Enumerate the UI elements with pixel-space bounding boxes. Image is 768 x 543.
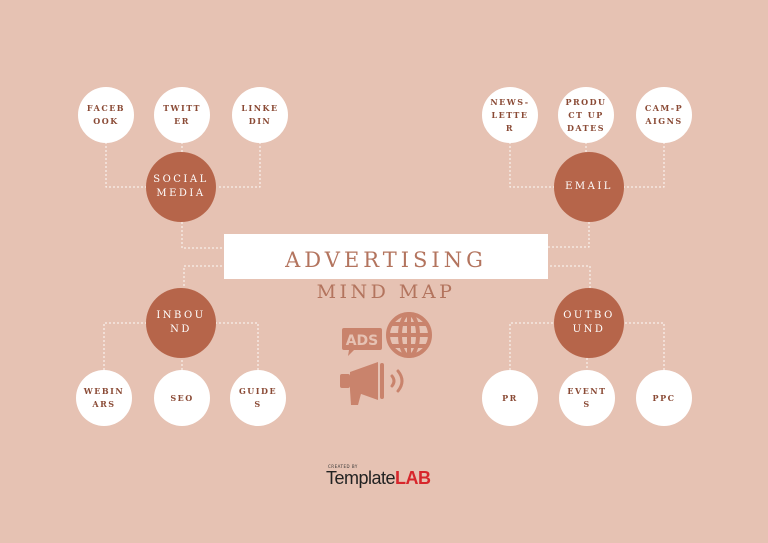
node-seo: SEO: [154, 370, 210, 426]
node-guides: GUIDES: [230, 370, 286, 426]
title-box: ADVERTISING: [224, 234, 548, 279]
connector-linkedin: [218, 142, 261, 188]
hub-social-media: SOCIAL MEDIA: [146, 152, 216, 222]
page-subtitle: MIND MAP: [316, 281, 456, 303]
brand-logo-part2: LAB: [395, 468, 431, 488]
brand-created-by: CREATED BY: [328, 464, 358, 469]
node-pr: PR: [482, 370, 538, 426]
node-campaigns: CAM-PAIGNS: [636, 87, 692, 143]
brand-logo: TemplateLAB: [326, 468, 431, 489]
globe-icon: [386, 312, 432, 358]
connector-facebook: [105, 142, 146, 188]
node-newsletter: NEWS-LETTER: [482, 87, 538, 143]
node-twitter: TWITTER: [154, 87, 210, 143]
connector-inbound-title: [183, 265, 224, 290]
connector-outbound-title: [548, 265, 591, 288]
page-title: ADVERTISING: [285, 247, 487, 272]
node-product-updates: PRODUCT UPDATES: [558, 87, 614, 143]
connector-guides: [216, 322, 259, 370]
connector-ppc: [622, 322, 665, 370]
svg-text:ADS: ADS: [346, 333, 379, 349]
connector-social-title: [181, 222, 224, 249]
connector-webinars: [103, 322, 146, 370]
connector-email-title: [548, 222, 590, 248]
hub-email: EMAIL: [554, 152, 624, 222]
megaphone-icon: [340, 362, 404, 405]
connector-pr: [509, 322, 554, 370]
node-webinars: WEBINARS: [76, 370, 132, 426]
connector-newsletter: [509, 142, 554, 188]
node-ppc: PPC: [636, 370, 692, 426]
hub-inbound: INBOUND: [146, 288, 216, 358]
node-linkedin: LINKEDIN: [232, 87, 288, 143]
connector-campaigns: [624, 142, 665, 188]
ads-badge-icon: ADS: [342, 328, 382, 356]
node-events: EVENTS: [559, 370, 615, 426]
hub-outbound: OUTBOUND: [554, 288, 624, 358]
node-facebook: FACEBOOK: [78, 87, 134, 143]
brand-logo-part1: Template: [326, 468, 396, 488]
